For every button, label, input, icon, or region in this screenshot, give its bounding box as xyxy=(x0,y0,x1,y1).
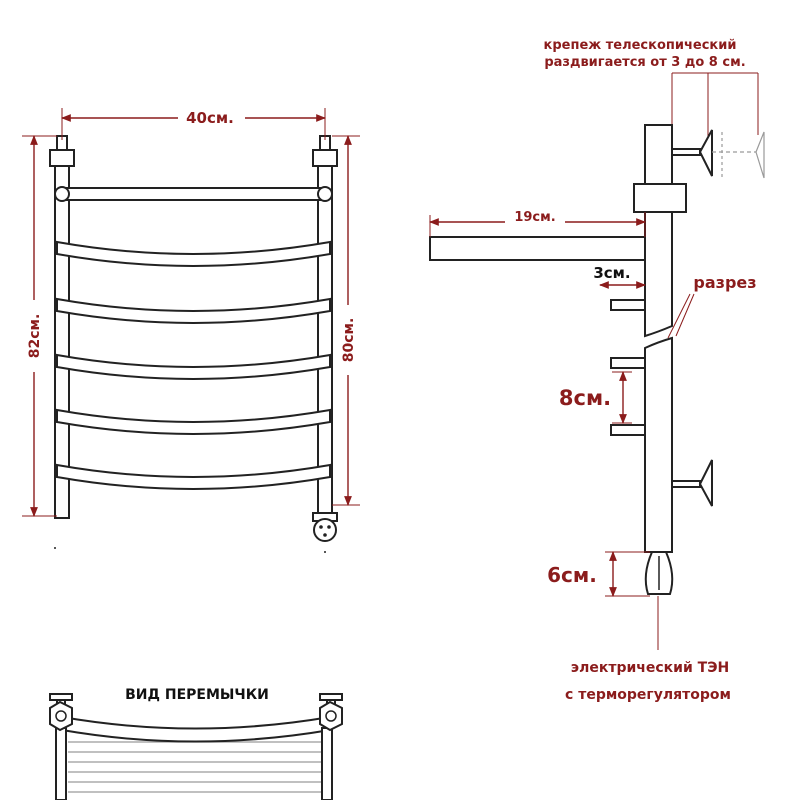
rung-stub-2 xyxy=(610,357,646,369)
heater-6-label: 6см. xyxy=(547,563,597,587)
jumper-slats xyxy=(68,741,322,793)
heater-element xyxy=(644,551,674,595)
jumper-curve xyxy=(61,715,331,743)
lower-wall-mount xyxy=(671,459,713,507)
top-clamp xyxy=(633,183,687,213)
jumper-right-nut xyxy=(319,693,343,732)
side-view: крепеж телескопический раздвигается от 3… xyxy=(429,38,765,703)
width-40-label: 40см. xyxy=(186,109,234,127)
heater-caption-line1: электрический ТЭН xyxy=(571,660,729,676)
height-80-label: 80см. xyxy=(341,318,357,363)
height-82-label: 82см. xyxy=(27,314,43,359)
right-top-fitting xyxy=(312,149,338,167)
top-bar xyxy=(61,187,325,201)
depth-19-label: 19см. xyxy=(514,210,555,225)
mount-label-line2: раздвигается от 3 до 8 см. xyxy=(544,55,745,70)
rung-stub-1 xyxy=(610,299,646,311)
cut-label: разрез xyxy=(693,273,756,292)
side-top-bar xyxy=(429,236,646,261)
left-top-fitting xyxy=(49,149,75,167)
jumper-left-nut xyxy=(49,693,73,732)
right-joint xyxy=(317,186,333,202)
side-pipe-lower xyxy=(644,336,673,553)
side-pipe-upper xyxy=(644,124,673,338)
jumper-view-title: ВИД ПЕРЕМЫЧКИ xyxy=(125,687,269,703)
rung-stub-3 xyxy=(610,424,646,436)
front-view: 40см. 82см. 80см. xyxy=(22,108,360,553)
heater-caption-line2: с терморегулятором xyxy=(565,687,731,703)
jumper-view: ВИД ПЕРЕМЫЧКИ xyxy=(49,687,343,800)
left-joint xyxy=(54,186,70,202)
gap-3-label: 3см. xyxy=(593,264,630,282)
mount-label-line1: крепеж телескопический xyxy=(544,38,737,53)
upper-wall-mount xyxy=(671,129,765,179)
heater-socket xyxy=(312,512,338,542)
curved-rungs xyxy=(56,240,331,490)
spacing-8-label: 8см. xyxy=(559,386,611,410)
